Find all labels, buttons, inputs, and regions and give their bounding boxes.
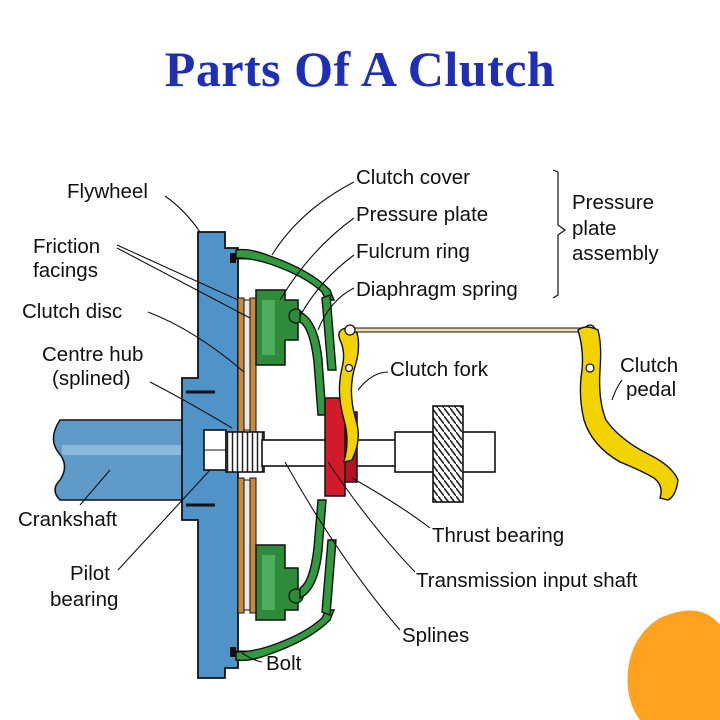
pressure-plate xyxy=(255,289,299,621)
diagram-title: Parts Of A Clutch xyxy=(164,41,556,97)
label-friction-facings-2: facings xyxy=(33,259,98,282)
label-diaphragm-spring: Diaphragm spring xyxy=(356,278,518,301)
label-clutch-disc: Clutch disc xyxy=(22,300,122,323)
label-clutch-fork: Clutch fork xyxy=(390,358,489,381)
clutch-fork-pivot xyxy=(344,363,354,373)
label-assembly-3: assembly xyxy=(572,242,659,265)
label-pilot-bearing-2: bearing xyxy=(50,588,118,611)
linkage-rod xyxy=(344,324,596,336)
label-pressure-plate: Pressure plate xyxy=(356,203,488,226)
label-assembly-1: Pressure xyxy=(572,191,654,214)
label-splines: Splines xyxy=(402,624,469,647)
label-clutch-pedal-2: pedal xyxy=(626,378,676,401)
diaphragm-spring xyxy=(299,310,327,600)
label-transmission-input-shaft: Transmission input shaft xyxy=(416,569,638,592)
label-bolt: Bolt xyxy=(266,652,302,675)
label-crankshaft: Crankshaft xyxy=(18,508,117,531)
label-centre-hub-1: Centre hub xyxy=(42,343,143,366)
clutch-pedal xyxy=(577,326,679,501)
label-pilot-bearing-1: Pilot xyxy=(70,562,110,585)
crank-bolts xyxy=(186,390,215,507)
centre-hub xyxy=(225,431,265,473)
clutch-disc xyxy=(243,299,251,611)
friction-facings xyxy=(237,297,257,614)
assembly-bracket xyxy=(552,169,567,299)
label-thrust-bearing: Thrust bearing xyxy=(432,524,564,547)
clutch-pedal-pivot xyxy=(585,363,595,373)
leader-lines xyxy=(79,181,623,663)
crankshaft xyxy=(52,419,201,501)
gear xyxy=(432,405,464,503)
label-fulcrum-ring: Fulcrum ring xyxy=(356,240,470,263)
orange-blob xyxy=(627,610,720,720)
label-flywheel: Flywheel xyxy=(67,180,148,203)
crankshaft-highlight xyxy=(62,445,200,455)
label-clutch-cover: Clutch cover xyxy=(356,166,470,189)
label-centre-hub-2: (splined) xyxy=(52,367,131,390)
label-friction-facings-1: Friction xyxy=(33,235,100,258)
label-clutch-pedal-1: Clutch xyxy=(620,354,678,377)
label-assembly-2: plate xyxy=(572,217,616,240)
